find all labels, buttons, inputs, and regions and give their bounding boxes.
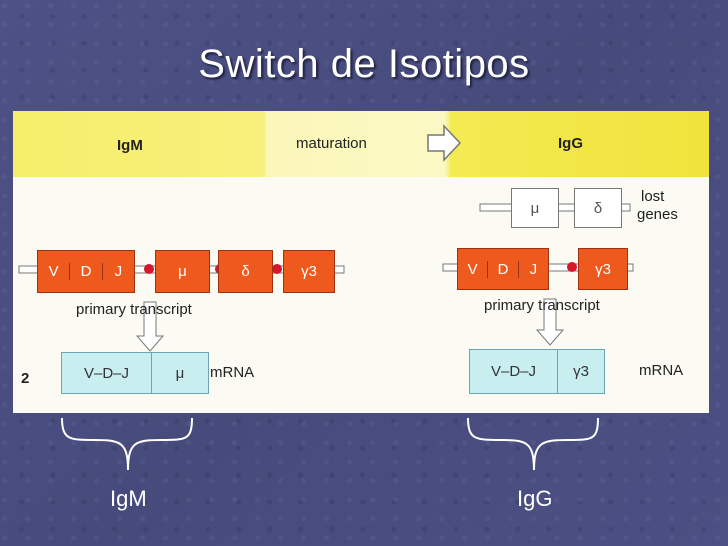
vdj-segment-right: V D J bbox=[457, 248, 549, 290]
bracket-label-igm: IgM bbox=[110, 486, 147, 511]
stage-band bbox=[13, 111, 709, 177]
j-segment: J bbox=[529, 260, 538, 278]
lost-genes-label-line2: genes bbox=[637, 206, 678, 223]
lost-mu-gene: μ bbox=[511, 188, 559, 228]
mrna-label-left: mRNA bbox=[210, 364, 255, 381]
lost-genes-label-line1: lost bbox=[641, 188, 665, 205]
band-label-igg: IgG bbox=[558, 135, 583, 152]
mrna-label-right: mRNA bbox=[639, 362, 684, 379]
mrna-right: V–D–J γ3 bbox=[469, 349, 605, 394]
primary-transcript-label-right: primary transcript bbox=[484, 297, 600, 314]
gamma3-gene-right: γ3 bbox=[578, 248, 628, 290]
gamma3-gene: γ3 bbox=[283, 250, 335, 293]
vdj-segment-left: V D J bbox=[37, 250, 135, 293]
right-curly-bracket-icon bbox=[467, 417, 599, 471]
panel-number: 2 bbox=[21, 370, 30, 387]
v-segment: V bbox=[38, 263, 71, 280]
mu-gene: μ bbox=[155, 250, 210, 293]
band-label-igm: IgM bbox=[117, 137, 143, 154]
d-segment: D bbox=[488, 260, 519, 278]
isotype-switch-figure: IgM maturation IgG V D J μ δ γ3 primary … bbox=[13, 111, 709, 413]
mrna-constant-gamma3: γ3 bbox=[573, 363, 589, 380]
band-label-maturation: maturation bbox=[296, 135, 367, 152]
grouping-brackets bbox=[61, 417, 599, 471]
j-segment: J bbox=[114, 263, 123, 280]
mrna-vdj-left: V–D–J bbox=[62, 353, 152, 393]
mrna-vdj-right: V–D–J bbox=[470, 350, 558, 393]
maturation-arrow-icon bbox=[427, 124, 462, 162]
slide-title: Switch de Isotipos bbox=[198, 42, 530, 86]
mrna-left: V–D–J μ bbox=[61, 352, 209, 394]
lost-delta-gene: δ bbox=[574, 188, 622, 228]
d-segment: D bbox=[70, 263, 103, 280]
primary-transcript-label-left: primary transcript bbox=[76, 301, 192, 318]
mrna-constant-mu: μ bbox=[175, 364, 185, 382]
delta-gene: δ bbox=[218, 250, 273, 293]
v-segment: V bbox=[458, 260, 489, 278]
left-curly-bracket-icon bbox=[61, 417, 193, 471]
bracket-label-igg: IgG bbox=[517, 486, 553, 511]
